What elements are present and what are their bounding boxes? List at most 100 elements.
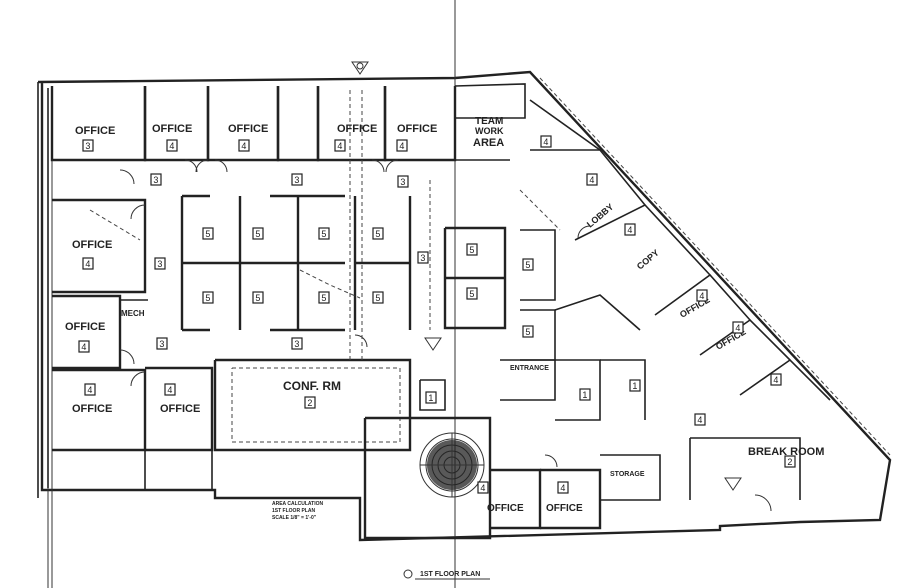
room-tag-number: 4 — [167, 385, 172, 395]
room-tag: 3 — [154, 257, 166, 270]
room-tag-number: 3 — [400, 177, 405, 187]
room-tag-number: 4 — [627, 225, 632, 235]
room-tag: 3 — [150, 173, 162, 186]
room-tag: 5 — [522, 325, 534, 338]
room-label-conf-rm: CONF. RM — [283, 379, 341, 393]
stamp-line-3: SCALE 1/8" = 1'-0" — [272, 515, 317, 521]
room-tag-number: 4 — [589, 175, 594, 185]
room-tag: 5 — [318, 227, 330, 240]
room-tag-number: 4 — [169, 141, 174, 151]
room-tag-number: 4 — [543, 137, 548, 147]
room-label-office-5: OFFICE — [397, 123, 437, 135]
room-tag: 4 — [166, 139, 178, 152]
room-tag: 1 — [579, 388, 591, 401]
room-tag: 4 — [477, 481, 489, 494]
conference-core — [213, 358, 556, 540]
left-offices — [52, 198, 214, 490]
bottom-right-rooms — [490, 359, 801, 530]
room-tag-number: 2 — [787, 457, 792, 467]
room-label-office-10: OFFICE — [487, 503, 524, 514]
room-tag: 5 — [318, 291, 330, 304]
room-tag: 1 — [629, 379, 641, 392]
room-tag-number: 3 — [157, 259, 162, 269]
room-tag-number: 5 — [205, 229, 210, 239]
room-tag: 4 — [694, 413, 706, 426]
room-tag-number: 5 — [469, 289, 474, 299]
room-tag-number: 1 — [632, 381, 637, 391]
room-tag: 5 — [252, 227, 264, 240]
room-tag-number: 4 — [773, 375, 778, 385]
door-swings — [119, 159, 772, 512]
room-tag-number: 4 — [85, 259, 90, 269]
drawing-title-block: 1ST FLOOR PLAN AREA CALCULATION 1ST FLOO… — [272, 501, 490, 580]
room-tag-number: 5 — [321, 229, 326, 239]
top-offices — [50, 83, 526, 162]
room-label-team-2: WORK — [475, 126, 504, 136]
room-label-office-7: OFFICE — [65, 321, 105, 333]
room-tag: 2 — [784, 455, 796, 468]
room-tag-number: 4 — [699, 291, 704, 301]
room-tag-number: 5 — [375, 293, 380, 303]
room-label-entrance: ENTRANCE — [510, 365, 549, 372]
room-tag: 4 — [78, 340, 90, 353]
room-tag: 4 — [624, 223, 636, 236]
room-tag-number: 5 — [525, 327, 530, 337]
room-tag: 3 — [291, 173, 303, 186]
workstation-grid — [180, 194, 556, 361]
room-tag-number: 3 — [153, 175, 158, 185]
room-tag-number: 4 — [337, 141, 342, 151]
room-tag: 3 — [397, 175, 409, 188]
room-tag-number: 4 — [560, 483, 565, 493]
room-tag-number: 4 — [81, 342, 86, 352]
room-tag: 5 — [372, 291, 384, 304]
angled-wing — [529, 77, 891, 456]
room-tag: 4 — [732, 321, 744, 334]
room-tag: 1 — [425, 391, 437, 404]
room-tag-number: 3 — [294, 339, 299, 349]
room-tag: 2 — [304, 396, 316, 409]
room-tag-number: 4 — [399, 141, 404, 151]
room-label-lobby: LOBBY — [585, 202, 616, 230]
room-label-office-8: OFFICE — [72, 403, 112, 415]
room-tag: 4 — [696, 289, 708, 302]
room-label-office-3: OFFICE — [228, 123, 268, 135]
room-tag: 5 — [522, 258, 534, 271]
room-tag: 4 — [557, 481, 569, 494]
room-tag: 5 — [202, 227, 214, 240]
room-label-team-3: AREA — [473, 137, 504, 149]
room-tag: 4 — [540, 135, 552, 148]
room-tag: 4 — [770, 373, 782, 386]
room-tag: 5 — [466, 287, 478, 300]
room-tag: 5 — [252, 291, 264, 304]
room-tag: 3 — [291, 337, 303, 350]
room-tag: 4 — [164, 383, 176, 396]
room-tag-number: 5 — [375, 229, 380, 239]
room-tag-number: 5 — [255, 229, 260, 239]
room-label-office-11: OFFICE — [546, 503, 583, 514]
room-tag: 4 — [334, 139, 346, 152]
room-label-office-1: OFFICE — [75, 125, 115, 137]
room-tag: 4 — [396, 139, 408, 152]
room-label-break-room: BREAK ROOM — [748, 446, 824, 458]
section-markers — [351, 61, 742, 491]
room-label-office-2: OFFICE — [152, 123, 192, 135]
room-label-office-9: OFFICE — [160, 403, 200, 415]
room-tag-number: 1 — [428, 393, 433, 403]
room-tag: 5 — [466, 243, 478, 256]
room-label-copy: COPY — [635, 247, 661, 271]
room-tag: 4 — [82, 257, 94, 270]
room-tag: 5 — [372, 227, 384, 240]
room-tag: 4 — [586, 173, 598, 186]
room-label-mech: MECH — [121, 309, 145, 318]
room-tag: 4 — [238, 139, 250, 152]
room-tag: 4 — [84, 383, 96, 396]
drawing-title: 1ST FLOOR PLAN — [420, 571, 480, 578]
room-tag-number: 3 — [420, 253, 425, 263]
room-label-team-1: TEAM — [475, 116, 503, 127]
room-tag-number: 5 — [321, 293, 326, 303]
exterior-walls — [37, 0, 892, 588]
room-tag-number: 5 — [255, 293, 260, 303]
room-tag-number: 3 — [159, 339, 164, 349]
